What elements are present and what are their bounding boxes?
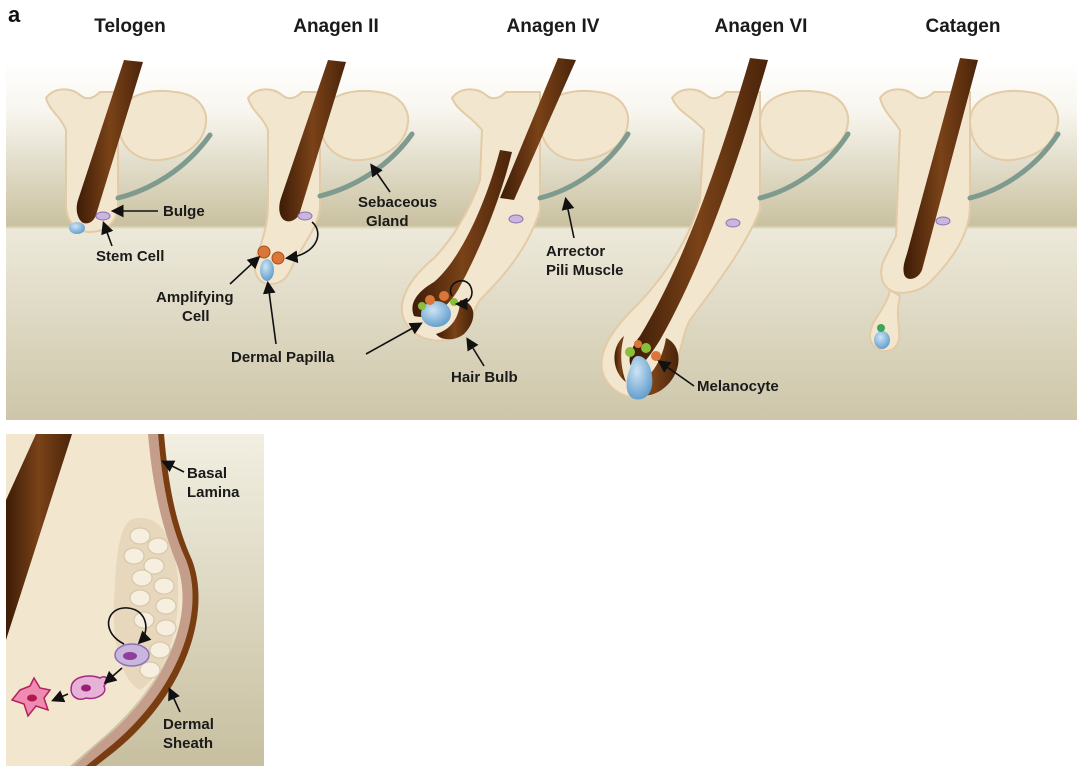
stage-title-anagen-iv: Anagen IV [507, 16, 600, 37]
label-sebaceous-gland-2: Gland [366, 213, 409, 230]
bulge-cell [150, 642, 170, 658]
progenitor-nucleus [81, 685, 91, 692]
stem-cell [298, 212, 312, 220]
bulge-cell [156, 598, 176, 614]
dermal-papilla [874, 331, 890, 349]
bulge-cell [154, 578, 174, 594]
stage-title-telogen: Telogen [94, 16, 165, 37]
bulge-cell [130, 590, 150, 606]
melanocyte [625, 347, 635, 357]
label-arrector-pili-1: Arrector [546, 243, 605, 260]
amplifying-cell [425, 295, 435, 305]
label-arrector-pili-2: Pili Muscle [546, 262, 624, 279]
stem-cell [936, 217, 950, 225]
bulge-cell [140, 662, 160, 678]
bulge-cell [148, 538, 168, 554]
label-melanocyte: Melanocyte [697, 378, 779, 395]
label-bulge: Bulge [163, 203, 205, 220]
label-amplifying-cell-2: Cell [182, 308, 210, 325]
stem-cell [726, 219, 740, 227]
label-dermal-papilla: Dermal Papilla [231, 349, 335, 366]
panel-a-letter: a [8, 2, 21, 27]
amplifying-cell [439, 291, 449, 301]
stem-cell-nucleus [123, 652, 137, 660]
dermal-papilla [260, 259, 274, 281]
amplifying-cell [272, 252, 284, 264]
amplifying-cell [634, 340, 642, 348]
stage-title-catagen: Catagen [926, 16, 1001, 37]
melanocyte [418, 302, 426, 310]
label-sebaceous-gland-1: Sebaceous [358, 194, 437, 211]
bulge-cell [130, 528, 150, 544]
label-hair-bulb: Hair Bulb [451, 369, 518, 386]
stage-title-anagen-ii: Anagen II [293, 16, 379, 37]
stage-title-anagen-vi: Anagen VI [715, 16, 808, 37]
melanocyte [641, 343, 651, 353]
melanocyte [877, 324, 885, 332]
label-dermal-sheath-1: Dermal [163, 716, 214, 733]
bulge-cell [156, 620, 176, 636]
stem-cell [96, 212, 110, 220]
label-basal-lamina-2: Lamina [187, 484, 240, 501]
amplifying-cell [258, 246, 270, 258]
panel-b: b Basal Lamina [6, 434, 264, 766]
label-basal-lamina-1: Basal [187, 465, 227, 482]
label-amplifying-cell-1: Amplifying [156, 289, 234, 306]
melanocyte [450, 298, 458, 306]
bulge-cell [124, 548, 144, 564]
stem-cell [509, 215, 523, 223]
amplifying-cell [651, 351, 661, 361]
label-dermal-sheath-2: Sheath [163, 735, 213, 752]
dermal-papilla [69, 222, 85, 234]
label-stem-cell: Stem Cell [96, 248, 164, 265]
differentiated-nucleus [27, 695, 37, 702]
bulge-cell [132, 570, 152, 586]
panel-a: a Telogen Anagen II Anagen IV Anagen VI … [6, 2, 1077, 420]
